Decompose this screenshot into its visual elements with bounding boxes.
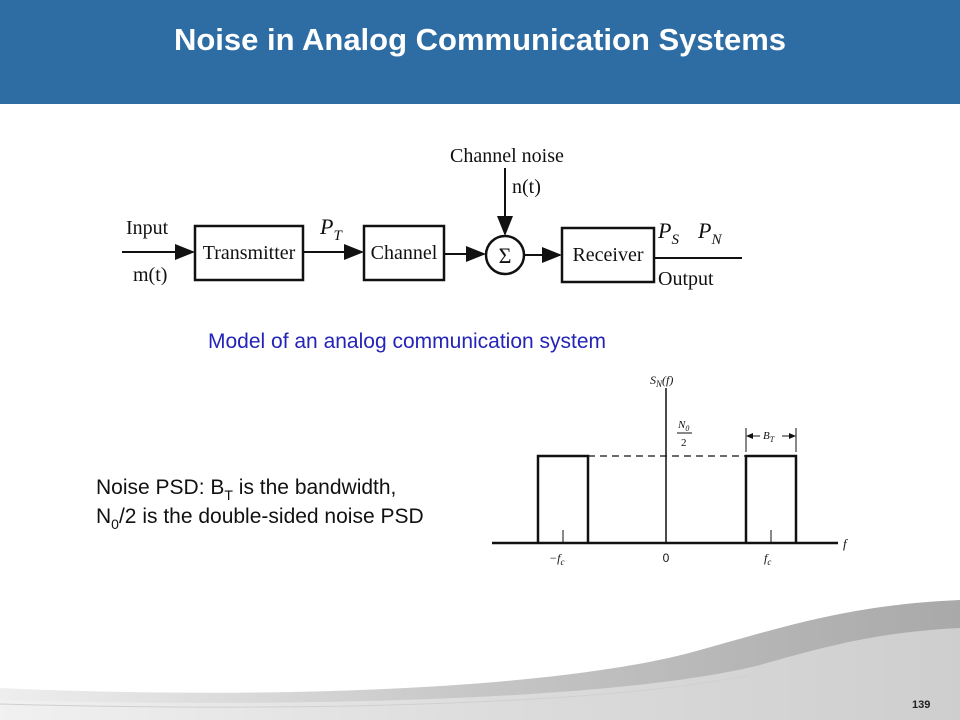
signal-power-label: PS: [657, 218, 679, 248]
summer-symbol: Σ: [499, 243, 512, 268]
receiver-label: Receiver: [572, 244, 643, 266]
note-line-1: Noise PSD: BT is the bandwidth,: [96, 476, 397, 503]
diagram-caption: Model of an analog communication system: [208, 330, 607, 353]
input-label: Input: [126, 217, 169, 239]
level-denominator: 2: [681, 437, 687, 449]
x-axis-label: f: [843, 536, 849, 551]
tick-label-neg-fc: −fc: [549, 551, 564, 567]
channel-noise-signal: n(t): [512, 176, 541, 198]
bandwidth-label: BT: [763, 430, 775, 444]
page-number: 139: [912, 699, 931, 711]
tick-label-fc: fc: [764, 551, 771, 567]
tick-label-zero: 0: [663, 551, 670, 565]
bandwidth-arrow-left: [746, 433, 753, 439]
right-band: [744, 454, 798, 543]
noise-psd-note: Noise PSD: BT is the bandwidth, N0/2 is …: [96, 474, 424, 532]
note-line-2: N0/2 is the double-sided noise PSD: [96, 505, 424, 532]
title-bar: [0, 0, 960, 104]
left-band: [536, 454, 590, 543]
tx-power-label: PT: [319, 214, 343, 244]
level-numerator: N0: [677, 419, 689, 433]
slide-title: Noise in Analog Communication Systems: [173, 22, 787, 57]
bandwidth-arrow-right: [789, 433, 796, 439]
receiver-box: [560, 226, 656, 284]
input-signal: m(t): [133, 264, 167, 286]
y-axis-label: SN(f): [650, 373, 673, 389]
channel-label: Channel: [371, 242, 438, 264]
transmitter-label: Transmitter: [203, 242, 296, 264]
channel-noise-label: Channel noise: [450, 145, 564, 167]
output-label: Output: [658, 268, 714, 290]
transmitter-box: [193, 224, 305, 282]
noise-power-label: PN: [697, 218, 722, 248]
